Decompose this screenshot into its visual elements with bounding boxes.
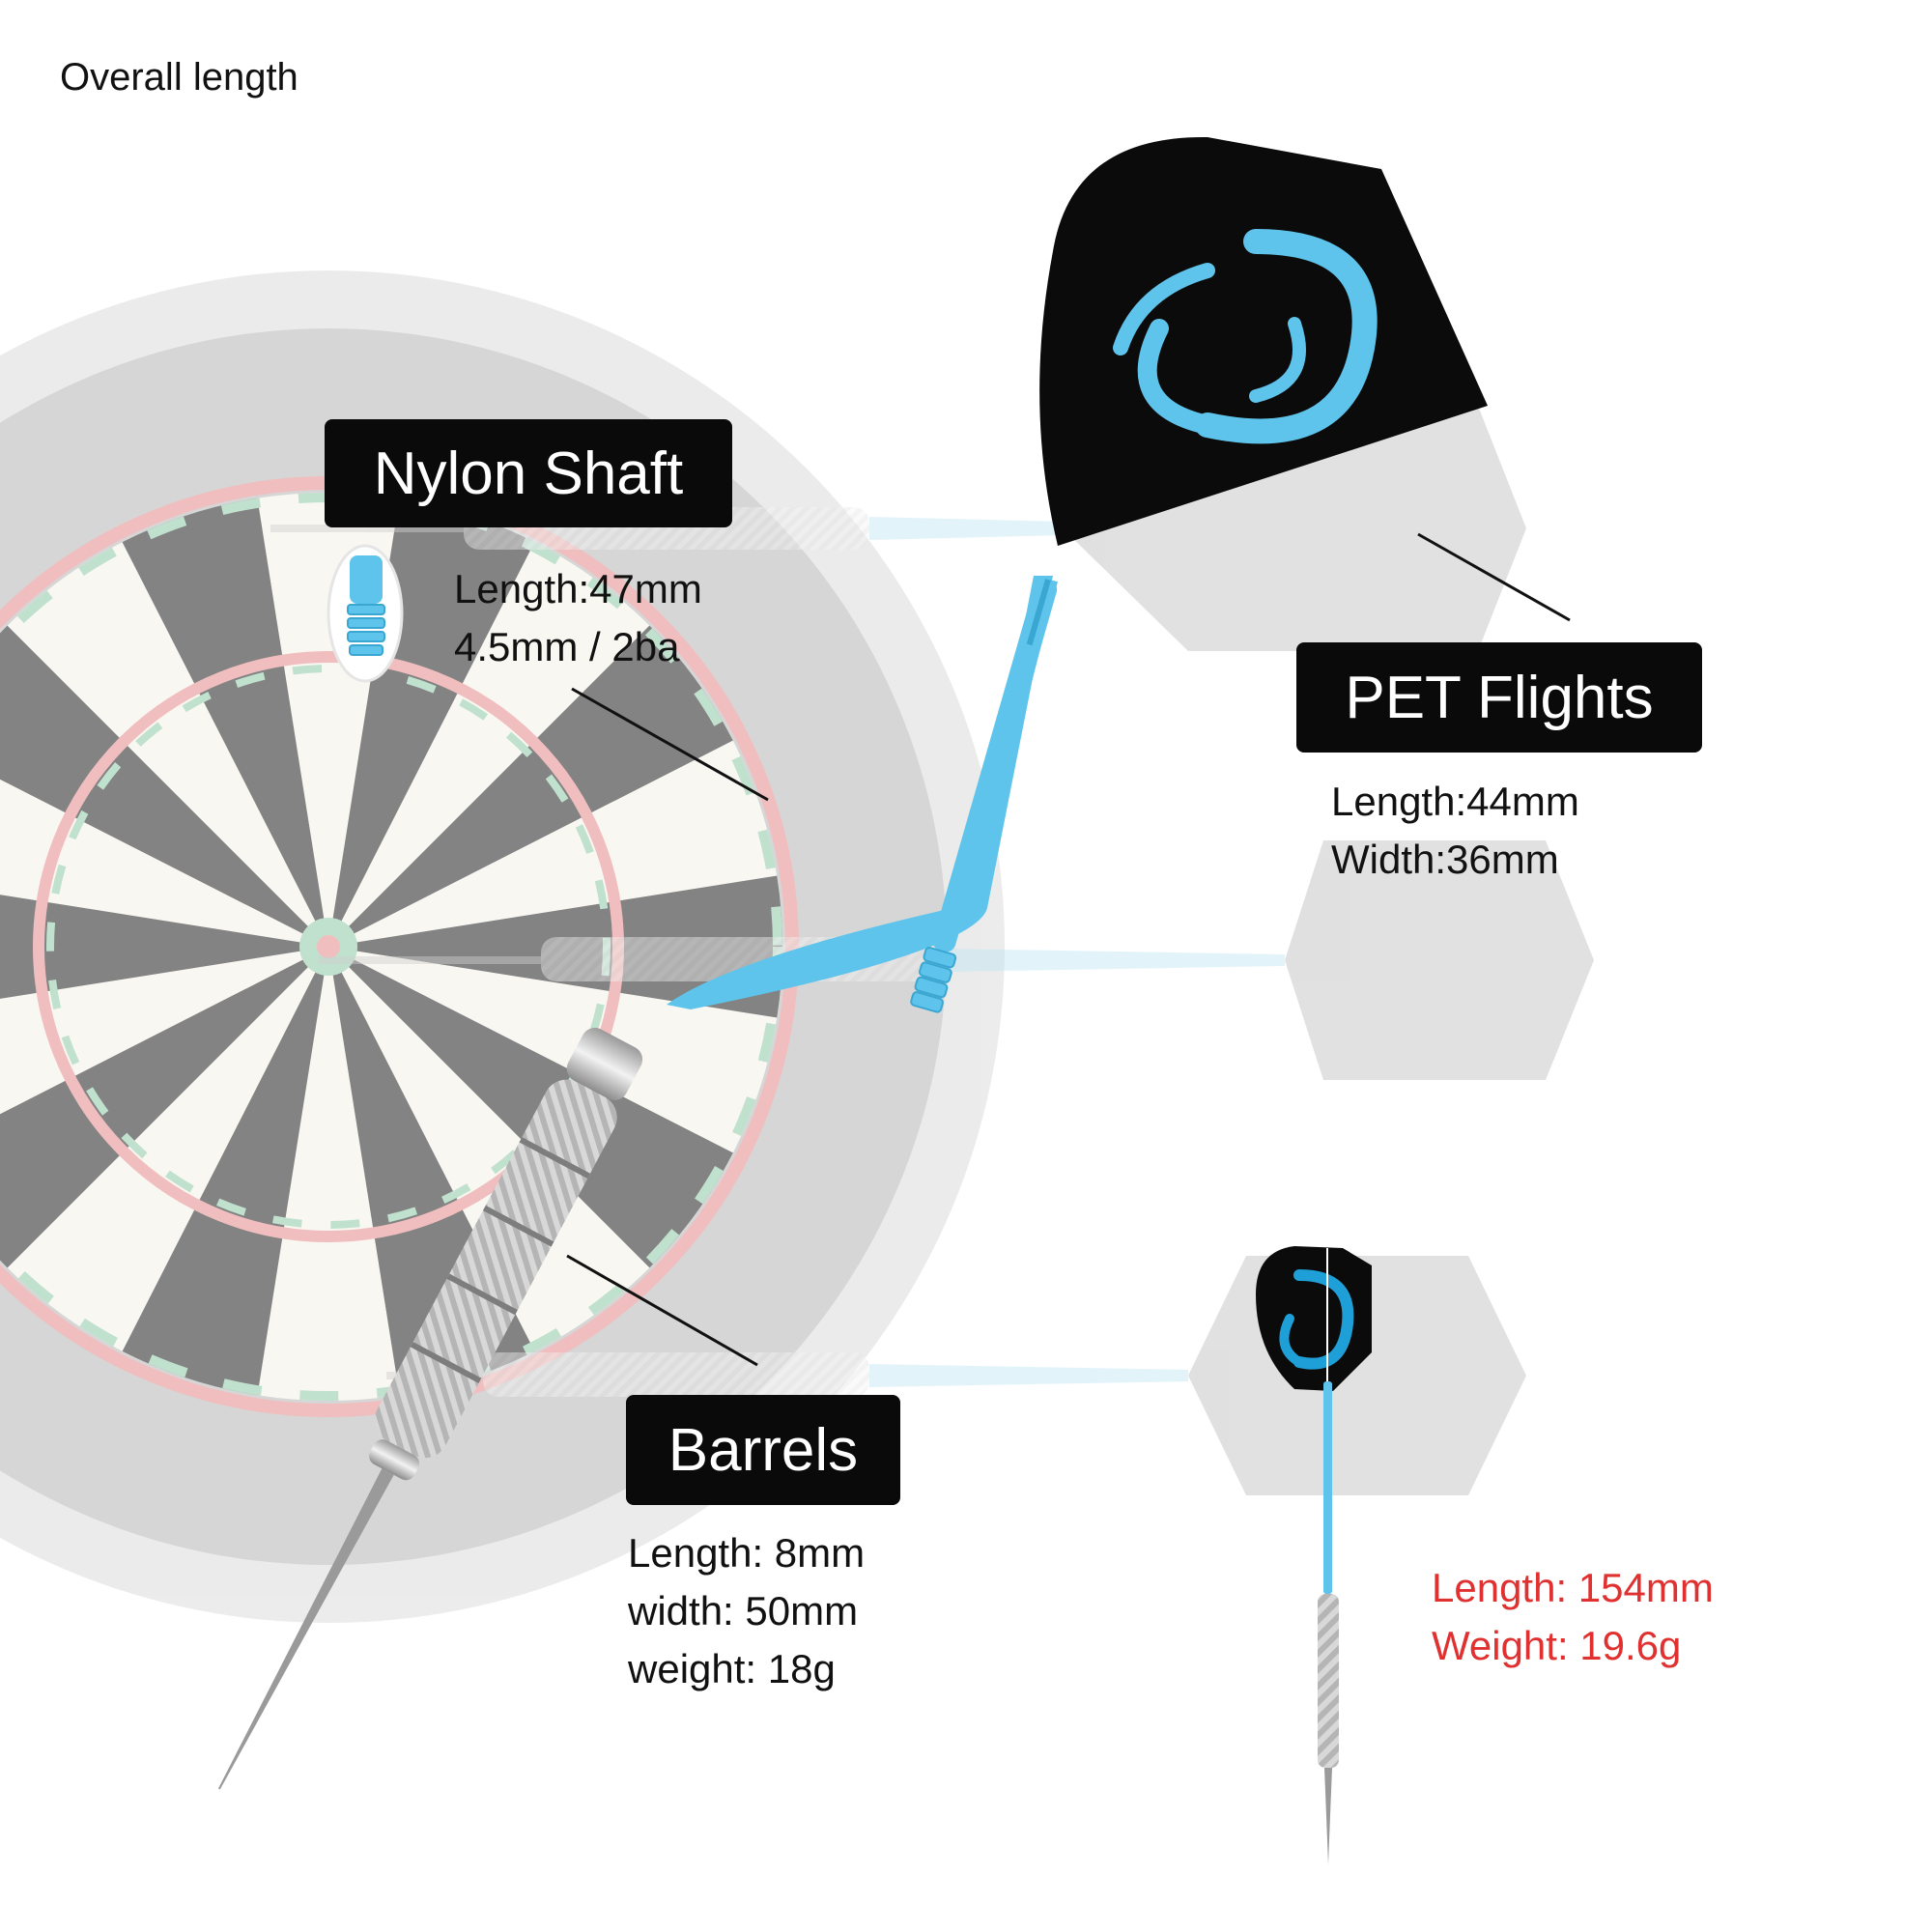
dartboard-sector [0, 947, 328, 1115]
dartboard-sector [0, 779, 328, 947]
nylon-shaft-spec-length: Length:47mm [454, 566, 702, 611]
dartboard-sector [328, 947, 650, 1351]
dartboard-sector [328, 740, 778, 947]
dartboard-sector [257, 947, 400, 1401]
thread-detail-icon [327, 544, 404, 683]
barrels-badge: Barrels [626, 1395, 900, 1505]
pet-flights-spec-length: Length:44mm [1331, 779, 1579, 824]
nylon-shaft-specs: Length:47mm 4.5mm / 2ba [454, 560, 702, 676]
dart-total-spec-length: Length: 154mm [1432, 1565, 1714, 1610]
leader-lines [566, 532, 1571, 1367]
dartboard-sector [328, 542, 650, 947]
overall-length-label: Overall length [60, 56, 298, 99]
pet-flight-large [1039, 136, 1488, 546]
nylon-shaft-badge: Nylon Shaft [325, 419, 732, 527]
barrels-spec-width: width: 50mm [628, 1588, 859, 1634]
barrels-spec-weight: weight: 18g [628, 1646, 836, 1691]
dartboard-sector [328, 625, 733, 947]
dartboard-sector [328, 947, 778, 1153]
barrel-diagonal [217, 1027, 643, 1790]
shaft-diagonal [910, 579, 1058, 1013]
dart-total-specs: Length: 154mm Weight: 19.6g [1432, 1559, 1714, 1675]
pet-flights-spec-width: Width:36mm [1331, 837, 1559, 882]
nylon-shaft-spec-thread: 4.5mm / 2ba [454, 624, 680, 669]
pet-flights-badge: PET Flights [1296, 642, 1702, 753]
pet-flights-specs: Length:44mm Width:36mm [1331, 773, 1579, 889]
barrels-spec-length: Length: 8mm [628, 1530, 866, 1576]
dartboard-sector [328, 947, 733, 1268]
dartboard-sector [0, 947, 328, 1268]
dartboard-sector [0, 895, 328, 999]
barrels-specs: Length: 8mm width: 50mm weight: 18g [628, 1524, 865, 1698]
dartboard-sector [7, 542, 328, 947]
dartboard-sector [7, 947, 328, 1351]
dart-total-spec-weight: Weight: 19.6g [1432, 1623, 1682, 1668]
dartboard-sector [328, 497, 535, 947]
dartboard-sector [122, 947, 328, 1396]
dartboard-sector [0, 625, 328, 947]
dartboard-background [0, 270, 1005, 1623]
complete-dart-small [1256, 1246, 1372, 1864]
dartboard-sector [122, 497, 328, 947]
